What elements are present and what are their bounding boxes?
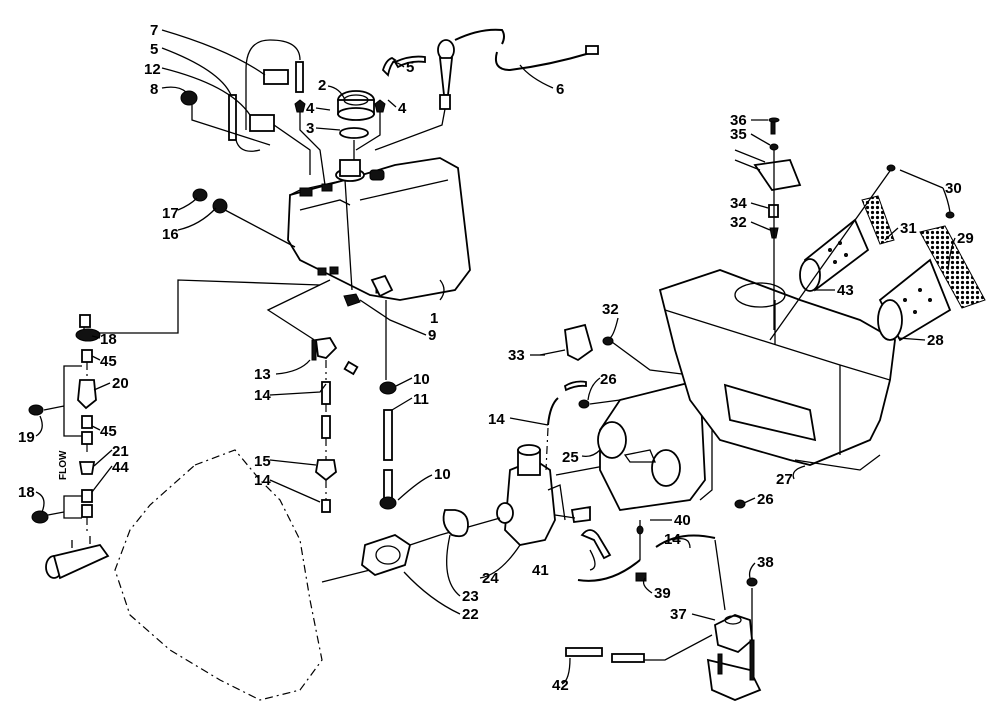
label-11: 11 xyxy=(413,391,429,408)
label-25: 25 xyxy=(562,449,579,466)
leader-lines xyxy=(35,29,956,685)
label-1: 1 xyxy=(430,310,438,327)
label-29: 29 xyxy=(957,230,974,247)
label-44: 44 xyxy=(112,459,129,476)
label-4: 4 xyxy=(398,100,407,117)
label-32: 32 xyxy=(730,214,747,231)
silencer-tube-28 xyxy=(877,258,952,342)
hose-clamp-41 xyxy=(580,529,612,560)
intake-flange-22 xyxy=(361,534,441,577)
pulse-hose-14 xyxy=(655,534,716,548)
fuel-pump xyxy=(706,577,762,701)
grommet-16 xyxy=(212,198,228,214)
fuel-shutoff-valve xyxy=(311,337,359,513)
hose-41 xyxy=(577,559,641,582)
fuel-filter-assembly xyxy=(28,314,110,580)
label-13: 13 xyxy=(254,366,271,383)
label-26: 26 xyxy=(757,491,774,508)
label-16: 16 xyxy=(162,226,179,243)
label-7: 7 xyxy=(150,22,158,39)
label-10: 10 xyxy=(434,466,451,483)
label-2: 2 xyxy=(318,77,326,94)
label-9: 9 xyxy=(428,327,436,344)
air-box-leader xyxy=(769,167,893,341)
label-12: 12 xyxy=(144,61,161,78)
label-43: 43 xyxy=(837,282,854,299)
fuel-tank xyxy=(287,157,471,301)
engine-outline xyxy=(114,449,323,701)
label-38: 38 xyxy=(757,554,774,571)
label-36: 36 xyxy=(730,112,747,129)
fuel-gauge-sender xyxy=(374,28,599,151)
air-silencer xyxy=(658,269,896,471)
label-27: 27 xyxy=(776,471,793,488)
label-22: 22 xyxy=(462,606,479,623)
label-31: 31 xyxy=(900,220,917,237)
carburetor xyxy=(439,444,691,546)
label-37: 37 xyxy=(670,606,687,623)
label-14: 14 xyxy=(664,531,681,548)
part-labels: 7 5 12 8 2 4 3 4 5 6 17 16 1 9 18 45 20 … xyxy=(18,22,974,694)
hose-42b xyxy=(611,653,645,663)
screen-31 xyxy=(861,195,895,245)
label-6: 6 xyxy=(556,81,564,98)
label-45: 45 xyxy=(100,423,117,440)
label-33: 33 xyxy=(508,347,525,364)
label-35: 35 xyxy=(730,126,747,143)
label-28: 28 xyxy=(927,332,944,349)
label-14: 14 xyxy=(488,411,505,428)
label-5: 5 xyxy=(406,59,414,76)
label-17: 17 xyxy=(162,205,179,222)
label-26: 26 xyxy=(600,371,617,388)
label-14: 14 xyxy=(254,387,271,404)
vent-hoses xyxy=(180,39,426,186)
label-32: 32 xyxy=(602,301,619,318)
hose-42a xyxy=(565,647,603,657)
fuel-hose-11 xyxy=(343,293,397,510)
label-34: 34 xyxy=(730,195,747,212)
label-41: 41 xyxy=(532,562,549,579)
fuel-line-leader xyxy=(83,279,321,334)
label-8: 8 xyxy=(150,81,158,98)
label-45: 45 xyxy=(100,353,117,370)
clamp-23 xyxy=(442,509,469,538)
label-5: 5 xyxy=(150,41,158,58)
label-30: 30 xyxy=(945,180,962,197)
flow-marker: FLOW xyxy=(58,450,69,480)
air-intake-adapter xyxy=(578,378,746,511)
solenoid-assembly xyxy=(734,117,802,330)
vent-hose-14 xyxy=(547,397,559,426)
label-39: 39 xyxy=(654,585,671,602)
choke-bracket xyxy=(539,323,691,376)
label-3: 3 xyxy=(306,120,314,137)
label-14: 14 xyxy=(254,472,271,489)
label-21: 21 xyxy=(112,443,129,460)
label-4: 4 xyxy=(306,100,315,117)
label-23: 23 xyxy=(462,588,479,605)
label-40: 40 xyxy=(674,512,691,529)
label-15: 15 xyxy=(254,453,271,470)
label-19: 19 xyxy=(18,429,35,446)
label-18: 18 xyxy=(100,331,117,348)
label-24: 24 xyxy=(482,570,499,587)
filler-cap xyxy=(337,90,375,160)
label-10: 10 xyxy=(413,371,430,388)
screen-29 xyxy=(919,225,986,309)
silencer-tube-43 xyxy=(799,218,870,292)
label-18: 18 xyxy=(18,484,35,501)
label-20: 20 xyxy=(112,375,129,392)
label-42: 42 xyxy=(552,677,569,694)
